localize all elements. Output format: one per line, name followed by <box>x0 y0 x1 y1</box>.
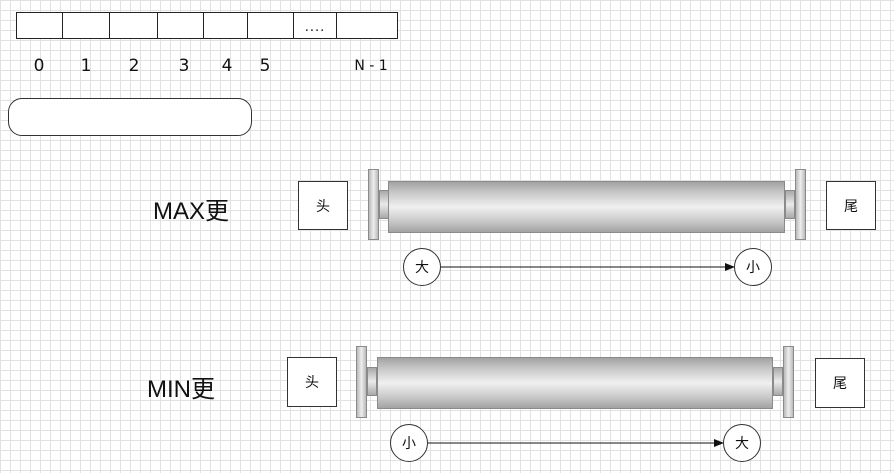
min-pipe-right-flange <box>783 346 794 418</box>
min-pipe-left-collar <box>367 367 377 396</box>
max-section-title: MAX更 <box>153 198 230 225</box>
max-pipe-body <box>388 181 785 233</box>
max-pipe-left-flange <box>368 169 379 240</box>
max-pipe-right-collar <box>785 190 795 219</box>
max-tail-box: 尾 <box>826 181 876 230</box>
array-cell <box>63 13 110 38</box>
index-label: 2 <box>128 56 140 76</box>
min-head-box: 头 <box>287 357 337 407</box>
index-label-last: N - 1 <box>354 58 388 74</box>
array-cell <box>204 13 248 38</box>
index-label: 0 <box>33 56 45 76</box>
index-label: 3 <box>178 56 190 76</box>
min-from-circle: 小 <box>390 424 428 462</box>
array-cell <box>337 13 397 38</box>
array-strip: .... <box>16 12 398 39</box>
rounded-rectangle <box>8 98 252 136</box>
array-cell <box>248 13 294 38</box>
ellipsis-text: .... <box>304 20 326 35</box>
min-tail-box: 尾 <box>815 358 865 408</box>
min-pipe-left-flange <box>356 346 367 418</box>
array-cell <box>158 13 204 38</box>
min-to-circle: 大 <box>723 424 761 462</box>
index-label: 5 <box>259 56 271 76</box>
array-cell-ellipsis: .... <box>294 13 337 38</box>
min-section-title: MIN更 <box>147 376 215 403</box>
array-cell <box>17 13 63 38</box>
max-head-box: 头 <box>298 181 348 230</box>
min-pipe-body <box>377 357 773 409</box>
max-from-circle: 大 <box>403 248 441 286</box>
max-pipe-right-flange <box>795 169 806 240</box>
max-to-circle: 小 <box>734 248 772 286</box>
index-label: 1 <box>80 56 92 76</box>
array-cell <box>110 13 158 38</box>
min-pipe-right-collar <box>773 367 783 396</box>
index-label: 4 <box>221 56 233 76</box>
